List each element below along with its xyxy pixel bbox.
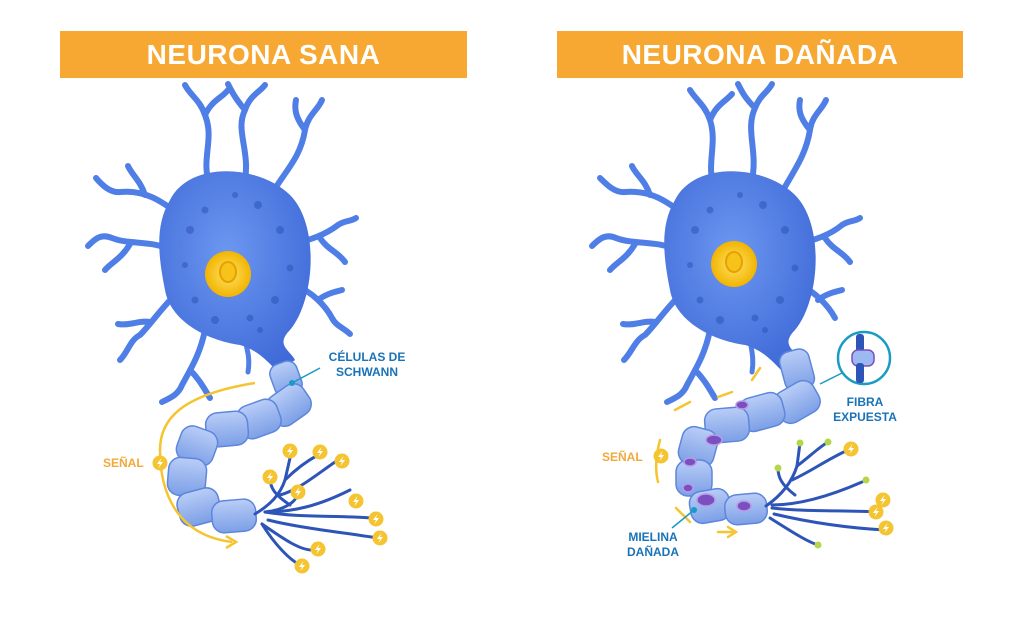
damage-lesions xyxy=(682,400,752,512)
signal-arrow-broken-icon xyxy=(655,366,762,539)
signal-bolt-icon xyxy=(152,455,168,471)
label-fiber-line1: FIBRA xyxy=(846,395,884,409)
label-exposed-fiber: FIBRA EXPUESTA xyxy=(822,395,908,425)
label-myelin-line1: MIELINA xyxy=(628,530,678,544)
label-schwann-cells: CÉLULAS DE SCHWANN xyxy=(322,350,412,380)
lightning-bolt-icons-damaged xyxy=(843,441,894,536)
label-schwann-line1: CÉLULAS DE xyxy=(328,350,406,364)
green-tips xyxy=(774,438,870,549)
dendrites-healthy xyxy=(85,81,359,405)
organelles-healthy xyxy=(182,192,294,333)
title-healthy-neuron: NEURONA SANA xyxy=(60,31,467,78)
label-signal-damaged: SEÑAL xyxy=(602,450,643,464)
title-damaged-neuron: NEURONA DAÑADA xyxy=(557,31,963,78)
signal-arrow-icon xyxy=(158,381,256,544)
healthy-neuron xyxy=(85,81,388,574)
label-myelin-line2: DAÑADA xyxy=(627,545,679,559)
signal-bolt-icon-damaged xyxy=(653,448,669,464)
label-schwann-line2: SCHWANN xyxy=(336,365,398,379)
label-fiber-line2: EXPUESTA xyxy=(833,410,897,424)
organelles-damaged xyxy=(687,192,799,333)
label-signal-healthy: SEÑAL xyxy=(103,456,144,470)
zoom-callout-icon xyxy=(819,330,892,386)
label-damaged-myelin: MIELINA DAÑADA xyxy=(617,530,689,560)
axon-terminals-damaged xyxy=(764,440,887,547)
damaged-neuron xyxy=(589,81,894,549)
myelin-sheath-damaged xyxy=(675,348,821,526)
